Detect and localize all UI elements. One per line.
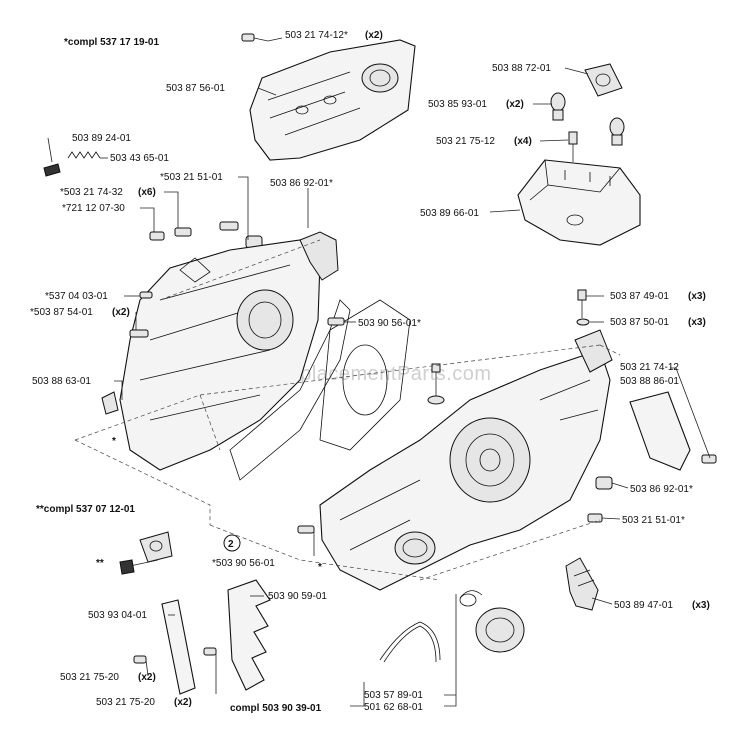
- label-537-04-03-01: *537 04 03-01: [45, 291, 108, 302]
- label-503-89-66-01: 503 89 66-01: [420, 208, 479, 219]
- label-503-93-04-01: 503 93 04-01: [88, 610, 147, 621]
- label-503-89-47-01: 503 89 47-01: [614, 600, 673, 611]
- label-503-21-74-12-top-qty: (x2): [365, 30, 383, 41]
- label-721-12-07-30: *721 12 07-30: [62, 203, 125, 214]
- bumper-spike: [227, 579, 271, 691]
- label-503-89-47-01-qty: (x3): [692, 600, 710, 611]
- label-compl-503-90-39-01: compl 503 90 39-01: [230, 703, 322, 714]
- spring: [67, 151, 101, 159]
- screw-plate-a: [133, 655, 147, 664]
- label-503-86-92-01-b: 503 86 92-01*: [630, 484, 693, 495]
- chain-guard-cover: [249, 39, 416, 161]
- label-503-21-75-12-qty: (x4): [514, 136, 532, 147]
- throttle-lever: [299, 231, 339, 281]
- screw-right-top: [577, 289, 587, 318]
- label-503-57-89-01: 503 57 89-01: [364, 690, 423, 701]
- side-cover-right: [629, 391, 691, 471]
- label-503-21-74-32-qty: (x6): [138, 187, 156, 198]
- gasket-b: [319, 299, 411, 451]
- clip-b: [609, 117, 625, 146]
- washer-mid: [427, 363, 445, 405]
- filter-holder: [517, 159, 641, 246]
- assembly-guides: [74, 239, 621, 581]
- rubber-plug: [584, 63, 623, 97]
- fuel-cap: [459, 590, 525, 653]
- dowel-b: [297, 525, 315, 534]
- callout-number: 2: [228, 539, 234, 550]
- label-503-87-49-01: 503 87 49-01: [610, 291, 669, 302]
- pin-b: [129, 329, 149, 338]
- label-503-90-56-01-b: *503 90 56-01: [212, 558, 275, 569]
- sleeve: [43, 163, 61, 177]
- label-503-21-74-12-top: 503 21 74-12*: [285, 30, 348, 41]
- label-503-88-63-01: 503 88 63-01: [32, 376, 91, 387]
- pin-a: [139, 291, 153, 299]
- label-503-21-75-20-b-qty: (x2): [174, 697, 192, 708]
- label-compl-537-07-12-01: **compl 537 07 12-01: [36, 504, 135, 515]
- clip-left: [101, 391, 119, 415]
- label-503-89-24-01: 503 89 24-01: [72, 133, 131, 144]
- screw-right-low: [587, 513, 603, 523]
- crankcase-right: [319, 349, 611, 591]
- label-503-87-54-01-qty: (x2): [112, 307, 130, 318]
- label-503-21-75-20-a-qty: (x2): [138, 672, 156, 683]
- washer-right: [576, 318, 590, 326]
- leader-lines: [47, 37, 711, 707]
- label-503-87-50-01: 503 87 50-01: [610, 317, 669, 328]
- cover-plate: [161, 599, 196, 695]
- gasket-a: [229, 299, 351, 481]
- label-503-87-50-01-qty: (x3): [688, 317, 706, 328]
- fuel-hose: [379, 621, 441, 663]
- label-503-85-93-01: 503 85 93-01: [428, 99, 487, 110]
- label-503-90-56-01-a: 503 90 56-01*: [358, 318, 421, 329]
- label-star-1: *: [112, 436, 116, 447]
- bracket-right: [574, 329, 613, 373]
- part-labels: *compl 537 17 19-01 503 21 74-12* (x2) 5…: [30, 30, 710, 714]
- screw-plate-b: [203, 647, 217, 656]
- label-503-87-49-01-qty: (x3): [688, 291, 706, 302]
- label-503-21-75-12: 503 21 75-12: [436, 136, 495, 147]
- label-503-21-51-01-b: 503 21 51-01*: [622, 515, 685, 526]
- label-503-43-65-01: 503 43 65-01: [110, 153, 169, 164]
- label-compl-537-17-19-01: *compl 537 17 19-01: [64, 37, 159, 48]
- label-503-21-74-12: 503 21 74-12: [620, 362, 679, 373]
- label-star-3: **: [96, 558, 104, 569]
- label-503-88-72-01: 503 88 72-01: [492, 63, 551, 74]
- clip-a: [550, 92, 566, 121]
- label-501-62-68-01: 501 62 68-01: [364, 702, 423, 713]
- throttle-assembly: [119, 531, 173, 575]
- label-503-88-86-01: 503 88 86-01: [620, 376, 679, 387]
- screw-c: [219, 221, 239, 231]
- label-503-85-93-01-qty: (x2): [506, 99, 524, 110]
- label-503-87-56-01: 503 87 56-01: [166, 83, 225, 94]
- label-503-90-59-01: 503 90 59-01: [268, 591, 327, 602]
- label-503-21-75-20-b: 503 21 75-20: [96, 697, 155, 708]
- label-503-86-92-01-a: 503 86 92-01*: [270, 178, 333, 189]
- screw-top: [241, 33, 269, 42]
- label-503-21-74-32: *503 21 74-32: [60, 187, 123, 198]
- screw-filter: [568, 131, 578, 162]
- label-503-21-51-01-a: *503 21 51-01: [160, 172, 223, 183]
- crankcase-left: [119, 239, 321, 471]
- screw-b: [174, 227, 192, 237]
- label-star-2: *: [318, 562, 322, 573]
- label-503-21-75-20-a: 503 21 75-20: [60, 672, 119, 683]
- clamp: [565, 557, 599, 611]
- label-503-87-54-01: *503 87 54-01: [30, 307, 93, 318]
- callout-marker: 2: [223, 534, 241, 552]
- screw-a: [149, 231, 165, 241]
- bushing-right: [595, 476, 613, 490]
- dowel-a: [327, 317, 345, 326]
